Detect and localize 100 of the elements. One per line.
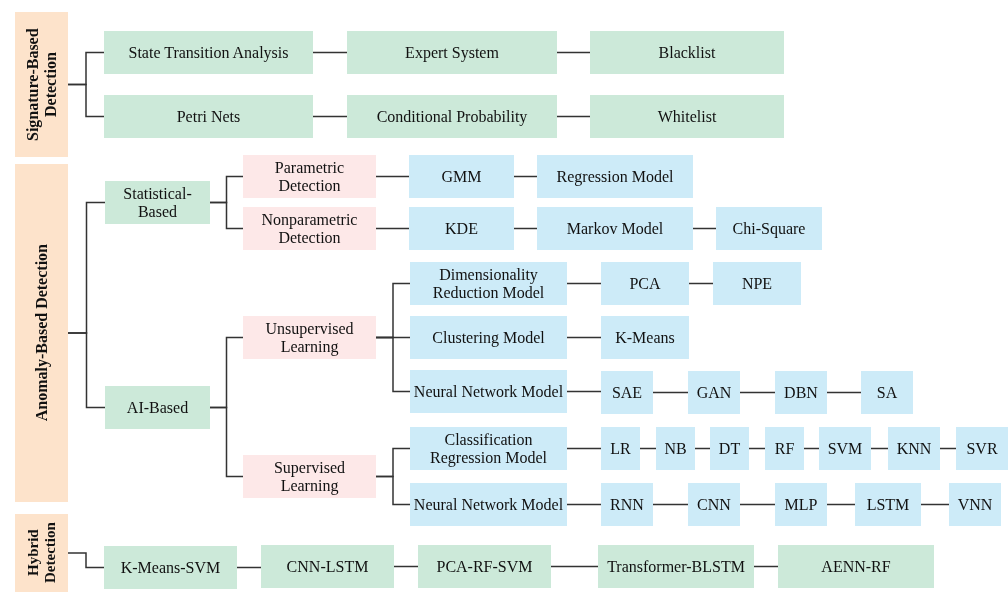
connector-line bbox=[692, 227, 717, 230]
method-label: Transformer-BLSTM bbox=[607, 557, 745, 576]
method-box bbox=[601, 371, 653, 414]
connector-line bbox=[556, 51, 591, 54]
method-box bbox=[598, 545, 754, 588]
method-label: Clustering Model bbox=[432, 328, 545, 347]
connector-line bbox=[236, 566, 262, 569]
method-label: Blacklist bbox=[658, 43, 716, 62]
connector-line bbox=[826, 391, 862, 394]
method-label: PCA-RF-SVM bbox=[436, 557, 533, 576]
method-box bbox=[537, 155, 693, 198]
method-label: Supervised Learning bbox=[272, 458, 347, 495]
method-box bbox=[243, 316, 376, 359]
method-label: K-Means bbox=[615, 328, 675, 347]
connector-line bbox=[312, 115, 348, 118]
method-label: Markov Model bbox=[566, 219, 664, 238]
connector-line bbox=[375, 227, 410, 230]
connector-line bbox=[566, 503, 602, 506]
method-box bbox=[104, 546, 237, 589]
category-label: Signature-Based Detection bbox=[23, 27, 60, 143]
method-box bbox=[410, 262, 567, 305]
method-box bbox=[888, 427, 940, 470]
method-box bbox=[410, 370, 567, 413]
category-box bbox=[15, 514, 68, 592]
method-label: NB bbox=[664, 439, 687, 458]
method-label: KDE bbox=[445, 219, 478, 238]
category-label: Anomaly-Based Detection bbox=[32, 244, 51, 422]
method-box bbox=[949, 483, 1001, 526]
connector-line bbox=[375, 336, 411, 393]
method-label: Statistical-Based bbox=[122, 184, 193, 221]
connector-line bbox=[513, 175, 538, 178]
connector-line bbox=[209, 406, 244, 478]
method-box bbox=[713, 262, 801, 305]
connector-line bbox=[566, 390, 602, 393]
method-label: K-Means-SVM bbox=[120, 558, 221, 577]
method-box bbox=[409, 207, 514, 250]
method-box bbox=[105, 181, 210, 224]
method-label: SVR bbox=[966, 439, 998, 458]
method-label: GMM bbox=[441, 167, 482, 186]
method-box bbox=[243, 455, 376, 498]
category-box bbox=[15, 164, 68, 502]
method-box bbox=[590, 31, 784, 74]
method-box bbox=[243, 155, 376, 198]
method-label: Unsupervised Learning bbox=[264, 319, 355, 356]
method-label: AENN-RF bbox=[821, 557, 891, 576]
method-label: NPE bbox=[741, 274, 773, 293]
method-box bbox=[590, 95, 784, 138]
method-box bbox=[537, 207, 693, 250]
method-label: SAE bbox=[611, 383, 643, 402]
connector-line bbox=[67, 332, 106, 409]
method-box bbox=[778, 545, 934, 588]
method-box bbox=[243, 207, 376, 250]
category-label: Hybrid Detection bbox=[25, 521, 58, 586]
connector-line bbox=[566, 282, 602, 285]
method-box bbox=[410, 483, 567, 526]
method-box bbox=[765, 427, 804, 470]
method-label: KNN bbox=[896, 439, 932, 458]
method-box bbox=[410, 427, 567, 470]
connector-line bbox=[826, 503, 856, 506]
method-label: Classification Regression Model bbox=[429, 430, 548, 467]
method-box bbox=[688, 483, 740, 526]
connector-line bbox=[566, 447, 602, 450]
method-label: CNN bbox=[697, 495, 731, 514]
method-label: DBN bbox=[784, 383, 818, 402]
connector-line bbox=[67, 552, 105, 569]
method-box bbox=[418, 545, 551, 588]
connector-line bbox=[739, 391, 776, 394]
method-label: Chi-Square bbox=[732, 219, 806, 238]
connector-line bbox=[513, 227, 538, 230]
method-label: VNN bbox=[957, 495, 993, 514]
method-label: CNN-LSTM bbox=[286, 557, 369, 576]
method-label: LSTM bbox=[866, 495, 910, 514]
method-label: SVM bbox=[827, 439, 863, 458]
method-label: Parametric Detection bbox=[273, 158, 346, 195]
method-box bbox=[775, 483, 827, 526]
connector-line bbox=[312, 51, 348, 54]
method-label: Petri Nets bbox=[176, 107, 241, 126]
method-box bbox=[601, 316, 689, 359]
method-label: Regression Model bbox=[556, 167, 674, 186]
connector-line bbox=[652, 391, 689, 394]
method-box bbox=[716, 207, 822, 250]
connector-line bbox=[375, 175, 410, 178]
method-box bbox=[688, 371, 740, 414]
connector-line bbox=[375, 475, 411, 506]
method-label: State Transition Analysis bbox=[128, 43, 289, 62]
method-box bbox=[347, 31, 557, 74]
method-label: DT bbox=[718, 439, 741, 458]
method-box bbox=[855, 483, 921, 526]
connector-line bbox=[920, 503, 950, 506]
method-box bbox=[861, 371, 913, 414]
method-box bbox=[261, 545, 394, 588]
connector-line bbox=[393, 565, 419, 568]
connector-line bbox=[652, 503, 689, 506]
method-label: Dimensionality Reduction Model bbox=[431, 265, 546, 302]
method-label: RNN bbox=[610, 495, 644, 514]
connector-line bbox=[550, 565, 599, 568]
method-box bbox=[775, 371, 827, 414]
method-box bbox=[409, 155, 514, 198]
method-label: Conditional Probability bbox=[376, 107, 528, 126]
method-box bbox=[656, 427, 695, 470]
